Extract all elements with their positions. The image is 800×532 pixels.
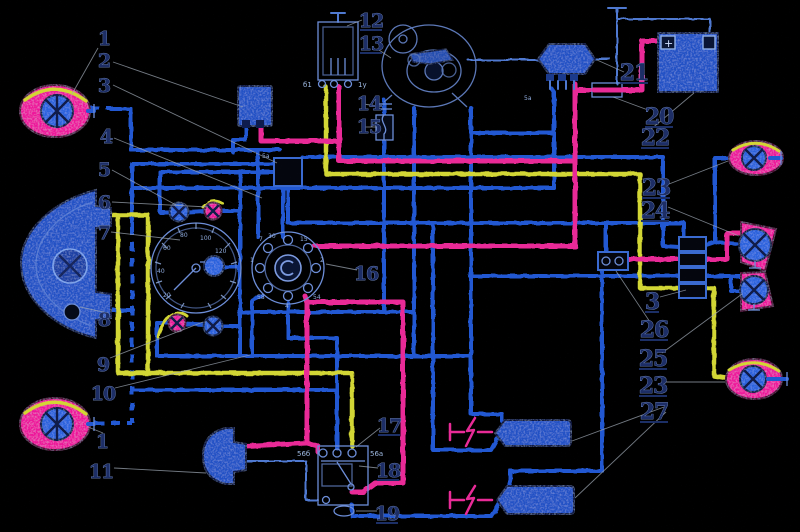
- scan-noise-overlay: [0, 0, 800, 532]
- wiring-diagram: 5а б1 1у: [0, 0, 800, 532]
